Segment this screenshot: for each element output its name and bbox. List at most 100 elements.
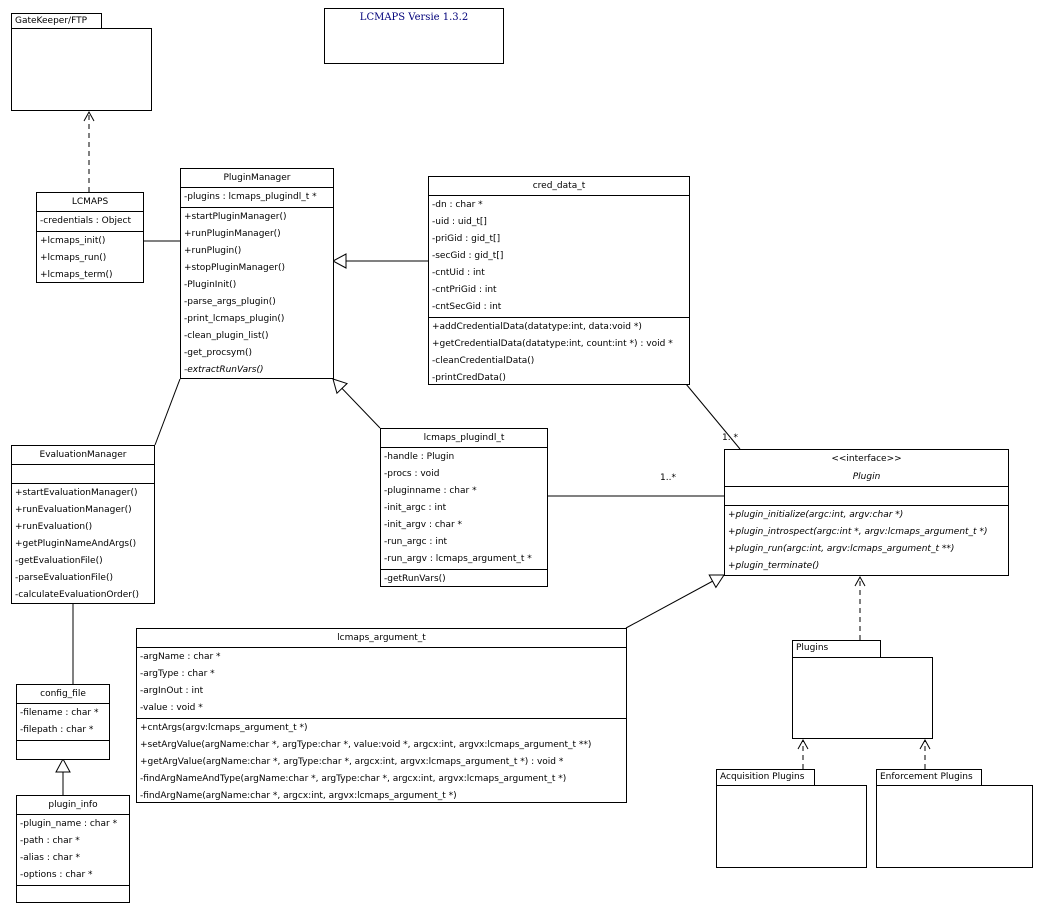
class-argument: lcmaps_argument_t -argName : char * -arg…	[136, 628, 627, 803]
class-plugin-info: plugin_info -plugin_name : char * -path …	[16, 795, 130, 903]
interface-name: Plugin	[725, 468, 1008, 487]
class-plugindl: lcmaps_plugindl_t -handle : Plugin -proc…	[380, 428, 548, 587]
operation: -calculateEvaluationOrder()	[15, 590, 140, 600]
attribute: -plugins : lcmaps_plugindl_t *	[184, 192, 317, 202]
version-note-text: LCMAPS Versie 1.3.2	[359, 12, 469, 23]
enforcement-package-label: Enforcement Plugins	[880, 772, 973, 782]
enforcement-package-tab: Enforcement Plugins	[876, 769, 982, 786]
class-lcmaps: LCMAPS -credentials : Object +lcmaps_ini…	[36, 192, 144, 283]
operation: +plugin_initialize(argc:int, argv:char *…	[728, 510, 904, 520]
attribute: -credentials : Object	[40, 216, 131, 226]
class-name: EvaluationManager	[12, 446, 154, 465]
attributes-section: -filename : char * -filepath : char *	[17, 704, 109, 741]
class-name: PluginManager	[181, 169, 333, 188]
operation: -parseEvaluationFile()	[15, 573, 113, 583]
operations-section: +startEvaluationManager() +runEvaluation…	[12, 484, 154, 605]
operation: +getCredentialData(datatype:int, count:i…	[432, 339, 673, 349]
acquisition-package	[716, 785, 867, 868]
operation: +runPluginManager()	[184, 229, 281, 239]
operation: -PluginInit()	[184, 280, 237, 290]
operation: -getEvaluationFile()	[15, 556, 103, 566]
attributes-section	[12, 465, 154, 484]
gatekeeper-package	[11, 28, 152, 111]
association-pluginmanager-evaluationmanager	[154, 378, 181, 446]
plugins-package	[792, 657, 933, 739]
operation: +runEvaluation()	[15, 522, 93, 532]
plugins-package-label: Plugins	[796, 643, 829, 653]
multiplicity-plugindl-plugin: 1..*	[660, 473, 676, 483]
operation: +setArgValue(argName:char *, argType:cha…	[140, 740, 592, 750]
operation: +plugin_introspect(argc:int *, argv:lcma…	[728, 527, 988, 537]
operations-section: -getRunVars()	[381, 570, 547, 589]
operation: -printCredData()	[432, 373, 506, 383]
attribute: -value : void *	[140, 703, 203, 713]
attribute: -alias : char *	[20, 853, 80, 863]
class-pluginmanager: PluginManager -plugins : lcmaps_plugindl…	[180, 168, 334, 379]
gatekeeper-package-label: GateKeeper/FTP	[15, 16, 88, 26]
attribute: -argType : char *	[140, 669, 215, 679]
operation: -findArgName(argName:char *, argcx:int, …	[140, 791, 457, 801]
operation: +getArgValue(argName:char *, argType:cha…	[140, 757, 564, 767]
attribute: -dn : char *	[432, 200, 483, 210]
version-note: LCMAPS Versie 1.3.2	[324, 8, 504, 64]
class-cred-data: cred_data_t -dn : char * -uid : uid_t[] …	[428, 176, 690, 385]
operation: -extractRunVars()	[184, 365, 264, 375]
relation-argument-plugin	[625, 574, 725, 629]
operation: +getPluginNameAndArgs()	[15, 539, 137, 549]
attribute: -run_argv : lcmaps_argument_t *	[384, 554, 532, 564]
acquisition-package-label: Acquisition Plugins	[720, 772, 805, 782]
attribute: -cntPriGid : int	[432, 285, 497, 295]
operations-section: +startPluginManager() +runPluginManager(…	[181, 208, 333, 380]
operations-section	[17, 886, 129, 902]
attributes-section	[725, 487, 1008, 506]
operation: +stopPluginManager()	[184, 263, 285, 273]
operation: +startPluginManager()	[184, 212, 287, 222]
attribute: -filepath : char *	[20, 725, 94, 735]
plugins-package-tab: Plugins	[792, 640, 881, 658]
operation: +plugin_run(argc:int, argv:lcmaps_argume…	[728, 544, 955, 554]
attributes-section: -dn : char * -uid : uid_t[] -priGid : gi…	[429, 196, 689, 318]
operation: -findArgNameAndType(argName:char *, argT…	[140, 774, 567, 784]
association-creddata-plugin	[685, 383, 741, 450]
attribute: -options : char *	[20, 870, 93, 880]
operation: +lcmaps_init()	[40, 236, 106, 246]
attribute: -init_argv : char *	[384, 520, 463, 530]
operation: +startEvaluationManager()	[15, 488, 138, 498]
attributes-section: -handle : Plugin -procs : void -pluginna…	[381, 448, 547, 570]
class-config-file: config_file -filename : char * -filepath…	[16, 684, 110, 760]
operation: -clean_plugin_list()	[184, 331, 269, 341]
operations-section: +addCredentialData(datatype:int, data:vo…	[429, 318, 689, 388]
enforcement-package	[876, 785, 1033, 868]
attribute: -cntUid : int	[432, 268, 485, 278]
operation: +cntArgs(argv:lcmaps_argument_t *)	[140, 723, 308, 733]
operation: +lcmaps_run()	[40, 253, 107, 263]
operation: +lcmaps_term()	[40, 270, 113, 280]
class-name: lcmaps_plugindl_t	[381, 429, 547, 448]
attribute: -argName : char *	[140, 652, 221, 662]
operation: +plugin_terminate()	[728, 561, 820, 571]
stereotype-label: <<interface>>	[831, 454, 902, 464]
operation: +runEvaluationManager()	[15, 505, 132, 515]
attribute: -filename : char *	[20, 708, 99, 718]
class-name: lcmaps_argument_t	[137, 629, 626, 648]
attribute: -procs : void	[384, 469, 440, 479]
interface-plugin: <<interface>> Plugin +plugin_initialize(…	[724, 449, 1009, 576]
attributes-section: -plugin_name : char * -path : char * -al…	[17, 815, 129, 886]
operations-section: +lcmaps_init() +lcmaps_run() +lcmaps_ter…	[37, 232, 143, 285]
multiplicity-creddata-plugin: 1..*	[722, 433, 738, 443]
class-evaluationmanager: EvaluationManager +startEvaluationManage…	[11, 445, 155, 604]
operation: -getRunVars()	[384, 574, 446, 584]
operation: -cleanCredentialData()	[432, 356, 535, 366]
operations-section: +cntArgs(argv:lcmaps_argument_t *) +setA…	[137, 719, 626, 806]
class-name: plugin_info	[17, 796, 129, 815]
operation: +runPlugin()	[184, 246, 242, 256]
attribute: -uid : uid_t[]	[432, 217, 487, 227]
operation: -get_procsym()	[184, 348, 253, 358]
attribute: -plugin_name : char *	[20, 819, 118, 829]
attributes-section: -argName : char * -argType : char * -arg…	[137, 648, 626, 719]
attribute: -argInOut : int	[140, 686, 204, 696]
attribute: -secGid : gid_t[]	[432, 251, 504, 261]
attribute: -priGid : gid_t[]	[432, 234, 501, 244]
attributes-section: -credentials : Object	[37, 212, 143, 232]
